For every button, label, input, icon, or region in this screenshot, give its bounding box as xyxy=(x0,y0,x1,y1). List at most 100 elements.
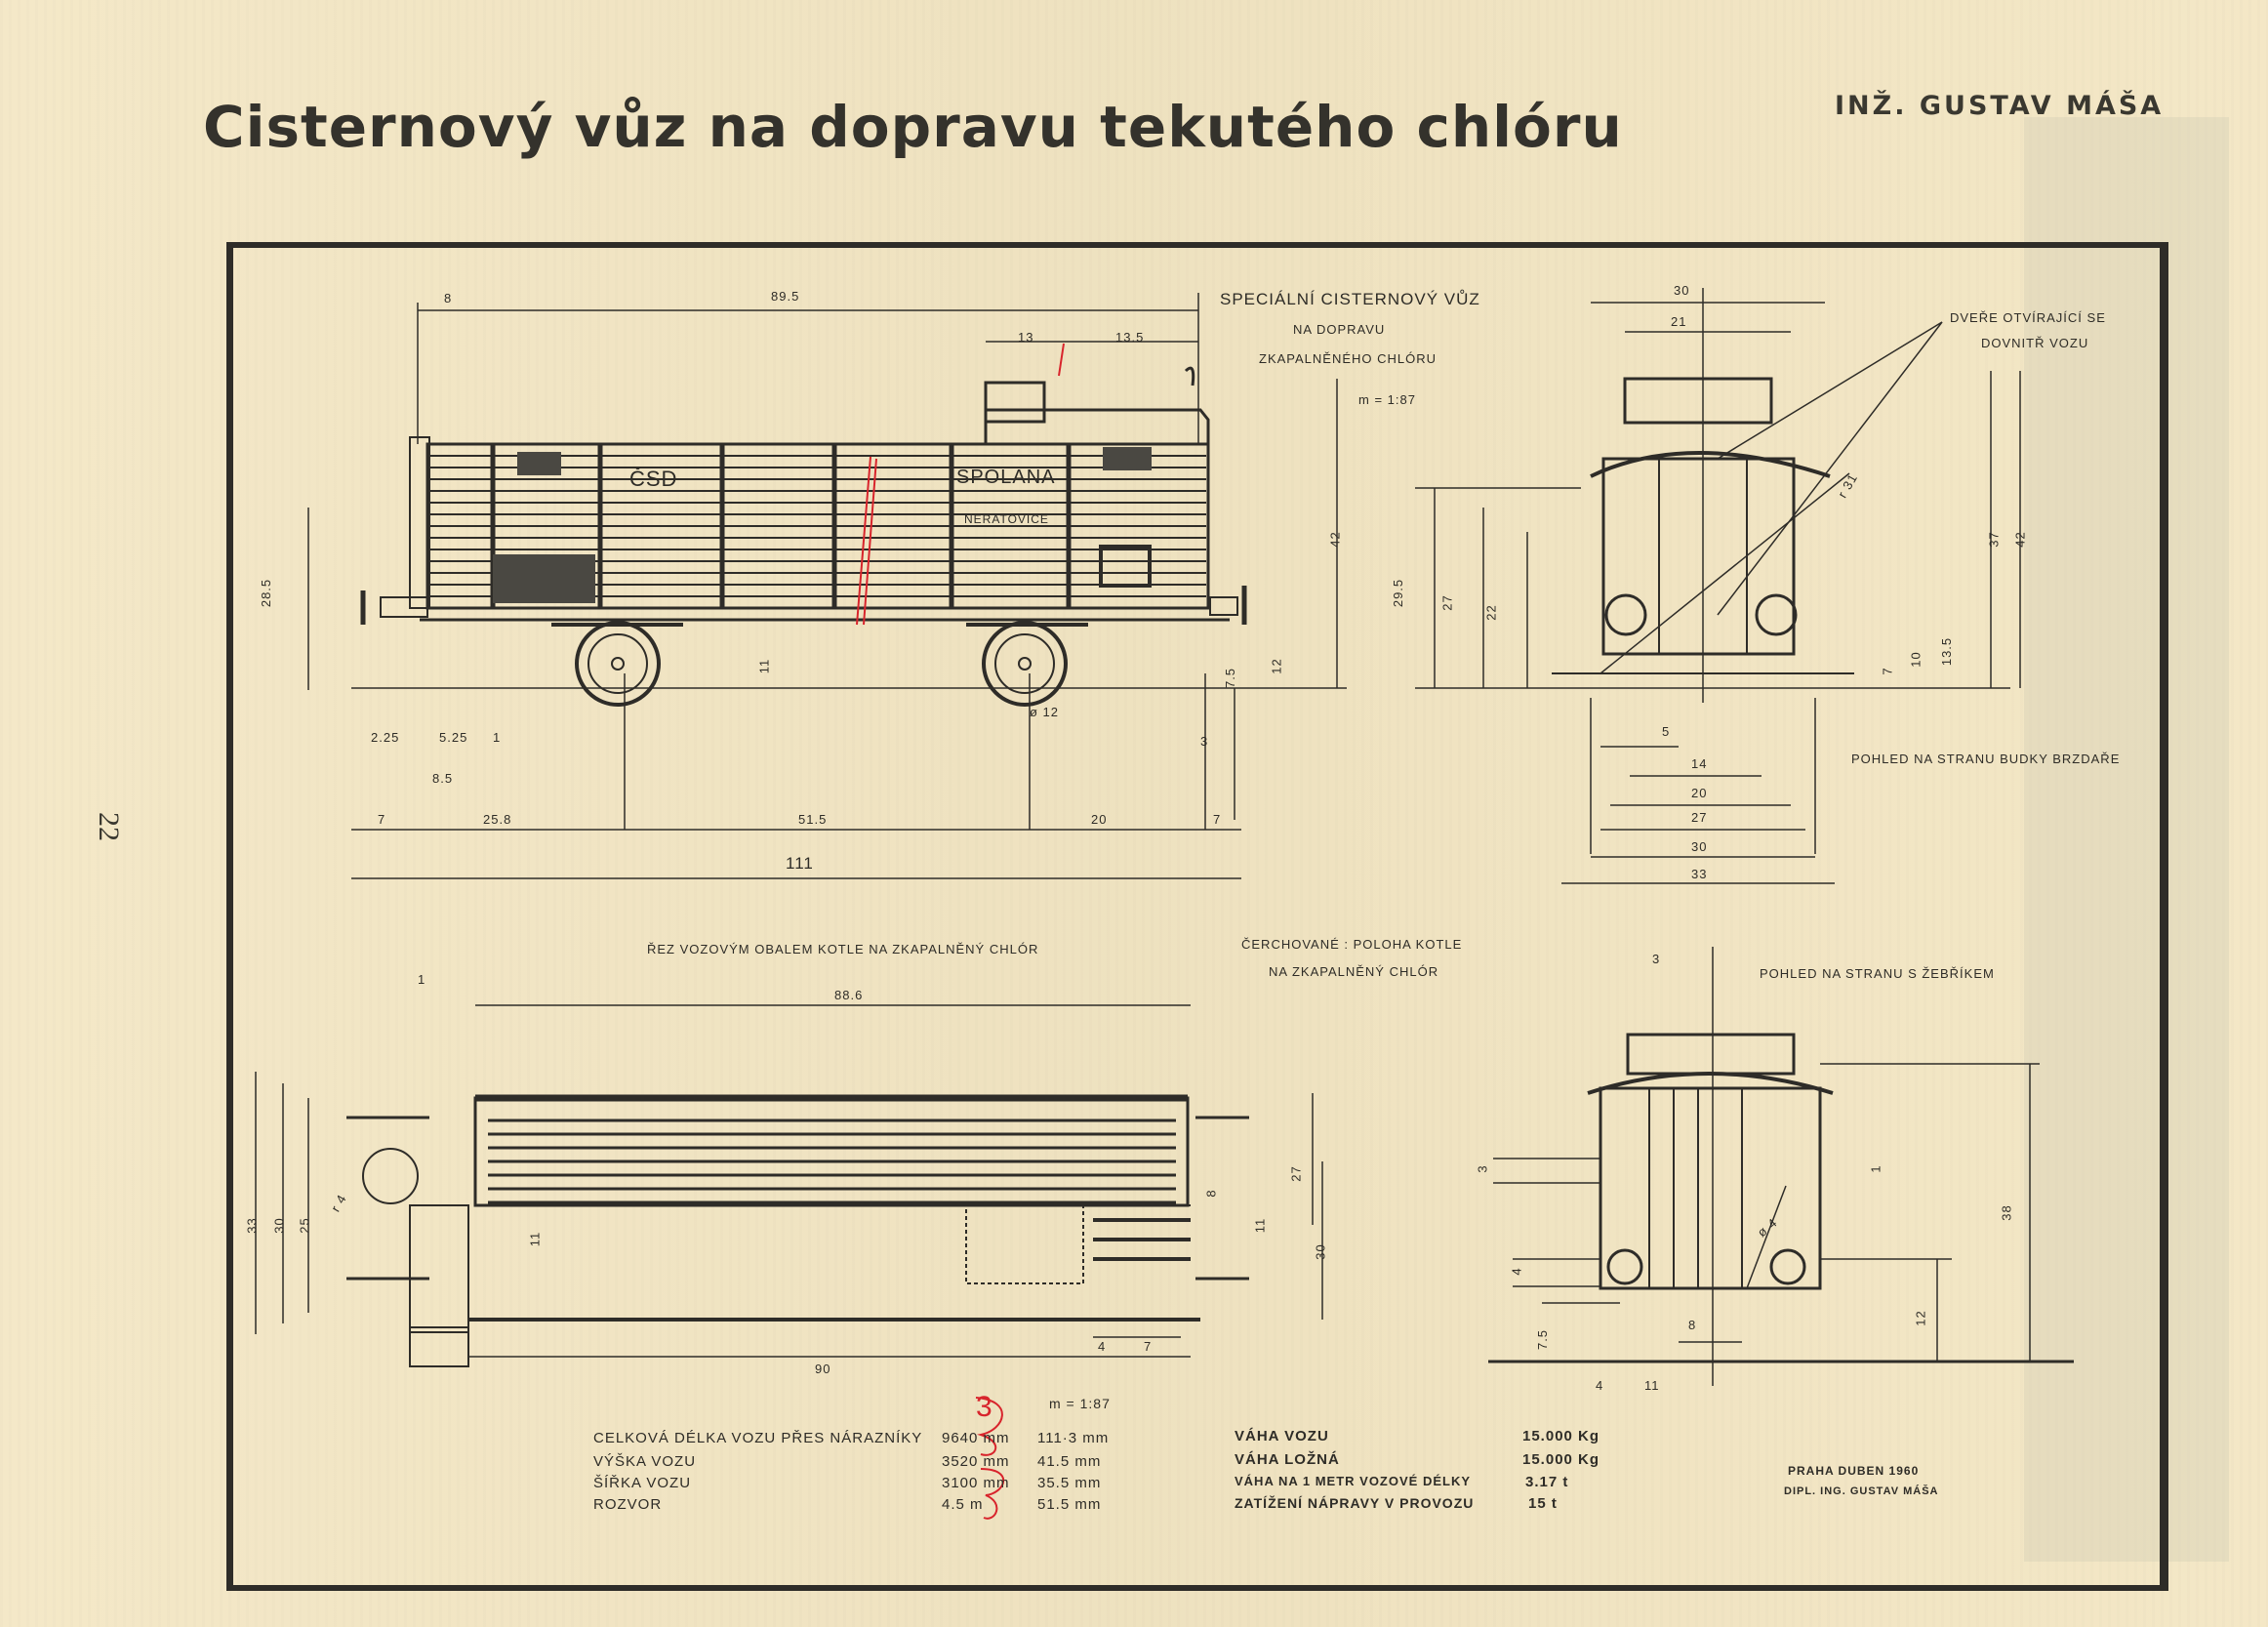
dim-8-5: 8.5 xyxy=(432,771,454,786)
dim-lad-4b: 4 xyxy=(1596,1378,1604,1393)
dim-lad-38: 38 xyxy=(1999,1204,2014,1221)
dim-sec-1: 1 xyxy=(418,972,426,987)
dim-sec-30: 30 xyxy=(271,1217,287,1234)
end-view-ladder xyxy=(1488,947,2074,1386)
window xyxy=(1099,545,1152,588)
dim-lad-7-5: 7.5 xyxy=(1535,1328,1551,1351)
dim-end-21: 21 xyxy=(1671,314,1687,329)
author: INŽ. GUSTAV MÁŠA xyxy=(1835,91,2165,121)
dim-lad-11: 11 xyxy=(1644,1378,1660,1393)
dim-89-5: 89.5 xyxy=(771,289,800,304)
weight-label-1: VÁHA LOŽNÁ xyxy=(1235,1451,1340,1468)
weight-value-1: 15.000 Kg xyxy=(1522,1451,1600,1468)
dim-1: 1 xyxy=(493,730,502,745)
dim-end-27b: 27 xyxy=(1691,810,1708,825)
main-caption-line-1: SPECIÁLNÍ CISTERNOVÝ VŮZ xyxy=(1220,290,1480,308)
door-note-line-1: DVEŘE OTVÍRAJÍCÍ SE xyxy=(1950,310,2106,325)
weight-label-0: VÁHA VOZU xyxy=(1235,1428,1329,1444)
ladder-view-caption: POHLED NA STRANU S ŽEBŘÍKEM xyxy=(1760,966,1995,981)
specs-scale: m = 1:87 xyxy=(1049,1396,1111,1411)
dim-7-5: 7.5 xyxy=(1223,667,1238,689)
spec-real-length: 9640 mm xyxy=(942,1430,1010,1446)
main-caption-line-2: NA DOPRAVU xyxy=(1293,322,1386,337)
spec-label-wheelbase: ROZVOR xyxy=(593,1496,663,1513)
end-ladder xyxy=(409,436,430,609)
dim-end-22: 22 xyxy=(1483,604,1499,621)
body-planks xyxy=(429,455,1206,597)
section-caption: ŘEZ VOZOVÝM OBALEM KOTLE NA ZKAPALNĚNÝ C… xyxy=(647,942,1039,956)
dim-end-33: 33 xyxy=(1691,867,1708,881)
dim-13-5: 13.5 xyxy=(1115,330,1145,345)
dim-11: 11 xyxy=(756,658,772,674)
dim-lad-4: 4 xyxy=(1509,1267,1524,1276)
dim-3: 3 xyxy=(1200,734,1209,749)
dim-end-42: 42 xyxy=(2012,531,2028,548)
dim-8: 8 xyxy=(444,291,453,305)
dim-end-14: 14 xyxy=(1691,756,1708,771)
drawing-frame xyxy=(226,242,2168,1591)
section-view xyxy=(255,1004,1323,1367)
placard-right xyxy=(1103,447,1152,470)
dashed-caption-line-2: NA ZKAPALNĚNÝ CHLÓR xyxy=(1269,964,1439,979)
spec-model-height: 41.5 mm xyxy=(1037,1453,1102,1470)
dim-end-27: 27 xyxy=(1439,594,1455,611)
dim-13: 13 xyxy=(1018,330,1034,345)
dim-sec-11b: 11 xyxy=(1252,1217,1268,1234)
dim-7-right: 7 xyxy=(1213,812,1222,827)
dim-sec-90: 90 xyxy=(815,1362,831,1376)
dim-end-5: 5 xyxy=(1662,724,1671,739)
dim-sec-33: 33 xyxy=(244,1217,260,1234)
dim-sec-25: 25 xyxy=(297,1217,312,1234)
dim-end-37: 37 xyxy=(1986,531,2002,548)
dim-5-25: 5.25 xyxy=(439,730,468,745)
dim-51-5: 51.5 xyxy=(798,812,828,827)
wagon-marking-town: NERATOVICE xyxy=(964,512,1049,526)
page-title: Cisternový vůz na dopravu tekutého chlór… xyxy=(203,94,1623,160)
dim-lad-3: 3 xyxy=(1652,952,1661,966)
spec-model-wheelbase: 51.5 mm xyxy=(1037,1496,1102,1513)
spec-model-width: 35.5 mm xyxy=(1037,1475,1102,1491)
end-view-brake xyxy=(1415,288,2021,884)
dim-25-8: 25.8 xyxy=(483,812,512,827)
dim-lad-8: 8 xyxy=(1688,1318,1697,1332)
roof-platform xyxy=(984,408,1210,446)
dim-wheel: ø 12 xyxy=(1030,705,1060,719)
dim-sec-88-6: 88.6 xyxy=(834,988,864,1002)
dim-sec-30b: 30 xyxy=(1313,1243,1328,1260)
wagon-marking-owner: SPOLANA xyxy=(956,467,1056,488)
side-dimension-lines xyxy=(307,293,1347,879)
dim-20: 20 xyxy=(1091,812,1108,827)
brake-view-caption: POHLED NA STRANU BUDKY BRZDAŘE xyxy=(1851,752,2121,766)
dim-end-13-5: 13.5 xyxy=(1939,636,1955,667)
weight-value-0: 15.000 Kg xyxy=(1522,1428,1600,1444)
dim-sec-8: 8 xyxy=(1203,1189,1219,1198)
signature-place-date: PRAHA DUBEN 1960 xyxy=(1788,1464,1920,1478)
dim-sec-4: 4 xyxy=(1098,1339,1107,1354)
spec-model-length: 111·3 mm xyxy=(1037,1430,1110,1446)
spec-real-wheelbase: 4.5 m xyxy=(942,1496,984,1513)
weight-label-3: ZATÍŽENÍ NÁPRAVY V PROVOZU xyxy=(1235,1495,1475,1511)
placard xyxy=(517,452,561,475)
weight-label-2: VÁHA NA 1 METR VOZOVÉ DÉLKY xyxy=(1235,1474,1472,1488)
spec-real-width: 3100 mm xyxy=(942,1475,1010,1491)
signature-author: DIPL. ING. GUSTAV MÁŠA xyxy=(1784,1485,1939,1497)
dim-sec-7: 7 xyxy=(1144,1339,1153,1354)
dim-12: 12 xyxy=(1269,658,1284,674)
bleed-through-column xyxy=(2024,117,2229,1562)
spec-label-height: VÝŠKA VOZU xyxy=(593,1453,697,1470)
dim-end-29-5: 29.5 xyxy=(1391,578,1406,608)
dim-end-7: 7 xyxy=(1880,667,1895,675)
placard-large xyxy=(493,554,595,603)
dim-28-5: 28.5 xyxy=(259,578,274,608)
dim-end-10: 10 xyxy=(1908,651,1924,668)
dim-end-20: 20 xyxy=(1691,786,1708,800)
weight-value-3: 15 t xyxy=(1528,1495,1558,1512)
dim-lad-3b: 3 xyxy=(1475,1164,1490,1173)
dim-end-30b: 30 xyxy=(1691,839,1708,854)
wagon-body xyxy=(425,442,1210,610)
dim-lad-12: 12 xyxy=(1913,1310,1928,1326)
dim-sec-11: 11 xyxy=(527,1231,543,1247)
door-note-line-2: DOVNITŘ VOZU xyxy=(1981,336,2089,350)
dim-42: 42 xyxy=(1327,531,1343,548)
